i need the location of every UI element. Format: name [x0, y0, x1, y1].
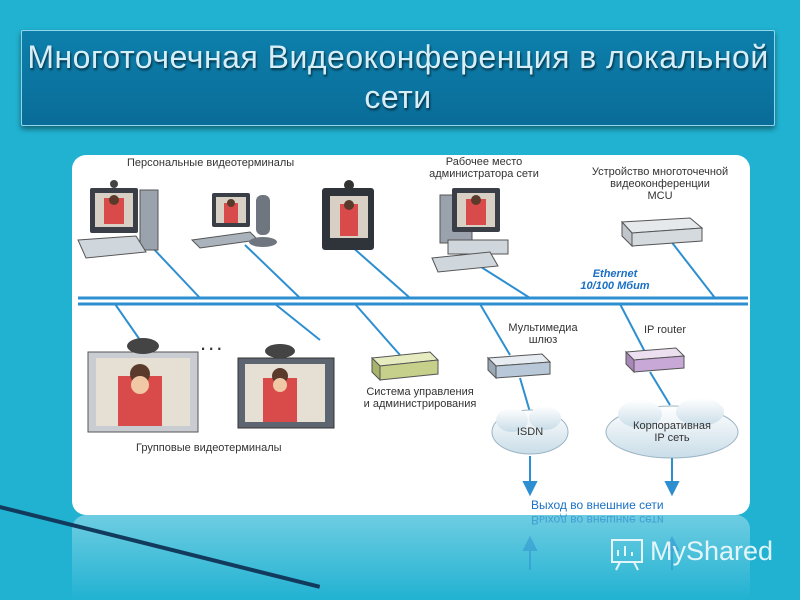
slide-title: Многоточечная Видеоконференция в локальн… [27, 39, 769, 115]
label-mgmt-line1: Система управления [366, 386, 474, 398]
label-corporate-ip-network: Корпоративная IP сеть [622, 420, 722, 444]
ellipsis-more-terminals: ... [200, 330, 225, 355]
label-mcu-line1: Устройство многоточечной [591, 166, 729, 178]
ip-router-device [624, 347, 686, 374]
label-admin-workstation: Рабочее место администратора сети [418, 156, 550, 180]
label-management-system: Система управления и администрирования [350, 386, 490, 410]
label-mcu-line3: MCU [647, 190, 673, 202]
isdn-cloud [491, 406, 569, 455]
label-gateway-line2: шлюз [528, 334, 558, 346]
label-admin-line2: администратора сети [429, 168, 539, 180]
external-arrows [522, 456, 680, 497]
panel-reflection [72, 515, 750, 600]
label-ethernet-line1: Ethernet [592, 268, 638, 280]
label-ip-router: IP router [644, 324, 686, 336]
label-personal-terminals: Персональные видеотерминалы [127, 157, 295, 169]
label-mcu-line2: видеоконференции [610, 178, 710, 190]
personal-terminal-videophone [322, 180, 374, 250]
title-bar: Многоточечная Видеоконференция в локальн… [21, 30, 775, 126]
label-corp-line2: IP сеть [654, 432, 690, 444]
management-system-device [370, 351, 440, 382]
label-external-networks-reflection: Выход во внешние сети [531, 513, 664, 527]
personal-terminal-desktop [77, 180, 159, 259]
personal-terminal-laptop [190, 193, 277, 249]
label-mgmt-line2: и администрирования [363, 398, 477, 410]
ethernet-backbone [78, 296, 748, 306]
label-ethernet-line2: 10/100 Мбит [580, 280, 650, 292]
mcu-device [620, 217, 704, 248]
label-isdn: ISDN [516, 426, 544, 438]
label-corp-line1: Корпоративная [633, 420, 711, 432]
external-arrows-reflection [522, 535, 680, 570]
label-mcu: Устройство многоточечной видеоконференци… [580, 166, 740, 202]
label-admin-line1: Рабочее место [445, 156, 523, 168]
label-gateway-line1: Мультимедиа [508, 322, 578, 334]
multimedia-gateway-device [486, 353, 552, 380]
corporate-ip-cloud [605, 398, 739, 459]
group-terminal-large [87, 338, 199, 433]
label-external-networks: Выход во внешние сети [531, 498, 664, 512]
label-ethernet: Ethernet 10/100 Мбит [570, 268, 660, 292]
label-multimedia-gateway: Мультимедиа шлюз [498, 322, 588, 346]
presentation-logo-icon [611, 539, 643, 571]
admin-workstation [431, 188, 509, 273]
watermark-logo-text: MyShared [650, 536, 774, 566]
label-group-terminals: Групповые видеотерминалы [136, 442, 282, 454]
group-terminal-tv [237, 344, 335, 429]
